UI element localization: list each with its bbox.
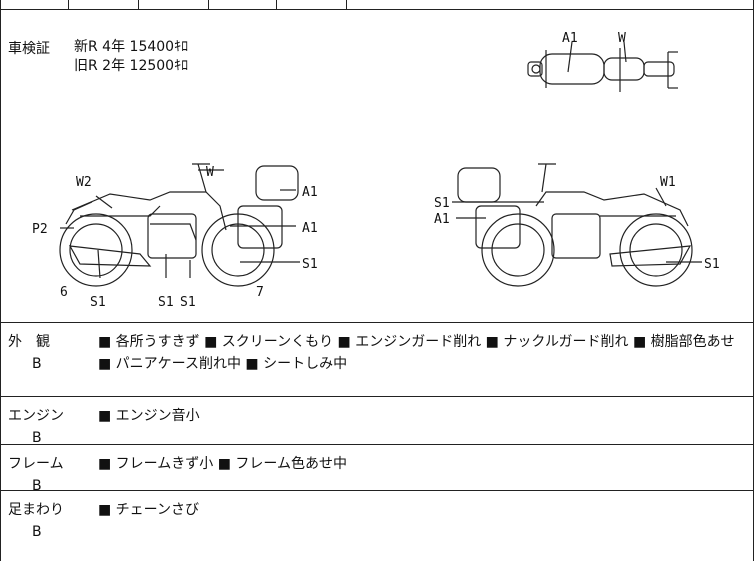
condition-description: ■ エンジン音小 [98,408,200,424]
label-a1: A1 [562,31,578,46]
shaken-label: 車検証 [8,41,50,57]
category-label: エンジン [8,408,64,424]
damage-diagram: 車検証 新R 4年 15400ｷﾛ 旧R 2年 12500ｷﾛ [0,10,754,322]
header-divider [208,0,209,9]
shaken-new-line: 新R 4年 15400ｷﾛ [74,39,189,55]
category-label: 足まわり [8,502,64,518]
label-a1: A1 [302,185,318,200]
label-7: 7 [256,285,264,300]
category-grade: B [32,356,42,372]
right-side-view-bike [457,163,693,287]
label-s1: S1 [90,295,106,310]
condition-row-engine: エンジン B ■ エンジン音小 [0,396,754,446]
category-label: フレーム [8,456,64,472]
condition-category: 外 観 B [8,331,78,375]
condition-category: 足まわり B [8,499,78,543]
label-w1: W1 [660,175,676,190]
header-divider [346,0,347,9]
label-6: 6 [60,285,68,300]
condition-category: エンジン B [8,405,78,449]
condition-description: ■ チェーンさび [98,502,199,518]
label-a1: A1 [302,221,318,236]
label-p2: P2 [32,222,48,237]
header-divider [276,0,277,9]
condition-row-frame: フレーム B ■ フレームきず小 ■ フレーム色あせ中 [0,444,754,494]
header-divider [68,0,69,9]
label-w2: W2 [76,175,92,190]
condition-category: フレーム B [8,453,78,497]
diagram-labels: A1 W W2 W A1 A1 P2 S1 6 S1 S1 S1 7 W1 S1… [32,31,720,310]
category-grade: B [32,430,42,446]
category-grade: B [32,524,42,540]
shaken-old-line: 旧R 2年 12500ｷﾛ [74,58,189,74]
condition-description: ■ 各所うすきず ■ スクリーンくもり ■ エンジンガード削れ ■ ナックルガー… [98,334,735,372]
top-view-bike [527,48,678,92]
label-w: W [206,165,214,180]
header-divider [138,0,139,9]
label-s1: S1 [180,295,196,310]
label-s1: S1 [434,196,450,211]
label-a1: A1 [434,212,450,227]
left-side-view-bike [59,163,299,287]
condition-row-suspension: 足まわり B ■ チェーンさび [0,490,754,561]
category-grade: B [32,478,42,494]
label-s1: S1 [704,257,720,272]
label-s1: S1 [302,257,318,272]
condition-row-exterior: 外 観 B ■ 各所うすきず ■ スクリーンくもり ■ エンジンガード削れ ■ … [0,322,754,396]
motorcycle-diagrams: A1 W W2 W A1 A1 P2 S1 6 S1 S1 S1 7 W1 S1… [32,31,720,310]
condition-description: ■ フレームきず小 ■ フレーム色あせ中 [98,456,347,472]
shaken-mileage: 新R 4年 15400ｷﾛ 旧R 2年 12500ｷﾛ [74,38,188,76]
header-row-fragment [0,0,754,10]
category-label: 外 観 [8,334,50,350]
label-s1: S1 [158,295,174,310]
label-w: W [618,31,626,46]
